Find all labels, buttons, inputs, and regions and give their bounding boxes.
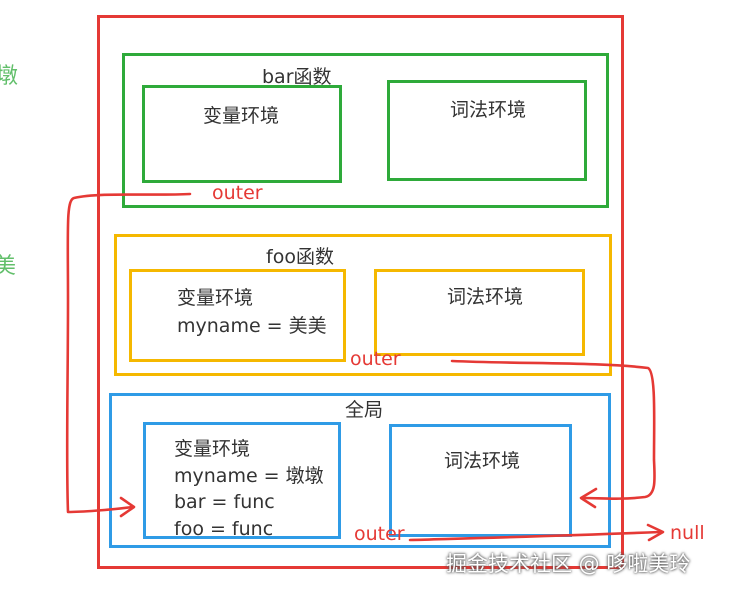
global-outer-arrow bbox=[408, 530, 662, 542]
global-var-foo: foo = func bbox=[174, 518, 274, 540]
foo-scope-title: foo函数 bbox=[266, 246, 334, 268]
global-scope-title: 全局 bbox=[345, 399, 384, 421]
bar-variable-env-title: 变量环境 bbox=[203, 105, 280, 127]
global-lexical-env bbox=[389, 424, 572, 537]
foo-lexical-env-title: 词法环境 bbox=[447, 286, 524, 308]
bar-scope-title: bar函数 bbox=[262, 66, 332, 88]
foo-lexical-env bbox=[374, 269, 585, 356]
null-label: null bbox=[670, 522, 705, 544]
global-outer-label: outer bbox=[354, 523, 405, 545]
global-variable-env bbox=[143, 422, 341, 539]
watermark-text: 掘金技术社区 @ 哆啦美玲 bbox=[446, 552, 691, 576]
foo-scope-box bbox=[114, 234, 612, 376]
foo-outer-label: outer bbox=[350, 348, 401, 370]
global-var-myname: myname = 墩墩 bbox=[174, 465, 324, 487]
bar-scope-box bbox=[122, 53, 609, 208]
foo-variable-env-title: 变量环境 bbox=[177, 287, 254, 309]
call-stack-frame bbox=[97, 15, 624, 569]
global-scope-box bbox=[109, 393, 611, 548]
bar-lexical-env-title: 词法环境 bbox=[450, 99, 527, 121]
foo-var-myname: myname = 美美 bbox=[177, 315, 327, 337]
global-variable-env-title: 变量环境 bbox=[174, 438, 251, 460]
global-var-bar: bar = func bbox=[174, 491, 275, 513]
bar-outer-label: outer bbox=[212, 182, 263, 204]
bar-variable-env bbox=[142, 85, 342, 183]
edge-char-2: 美 bbox=[0, 254, 17, 279]
foo-variable-env bbox=[129, 269, 346, 362]
foo-outer-arrowhead bbox=[579, 487, 598, 509]
global-outer-arrowhead bbox=[646, 523, 665, 542]
bar-outer-arrowhead bbox=[119, 496, 136, 518]
bar-outer-arrow bbox=[65, 192, 192, 514]
foo-outer-arrow bbox=[450, 359, 656, 500]
bar-lexical-env bbox=[387, 80, 587, 181]
global-lexical-env-title: 词法环境 bbox=[444, 450, 521, 472]
edge-char-1: 墩 bbox=[0, 64, 19, 89]
